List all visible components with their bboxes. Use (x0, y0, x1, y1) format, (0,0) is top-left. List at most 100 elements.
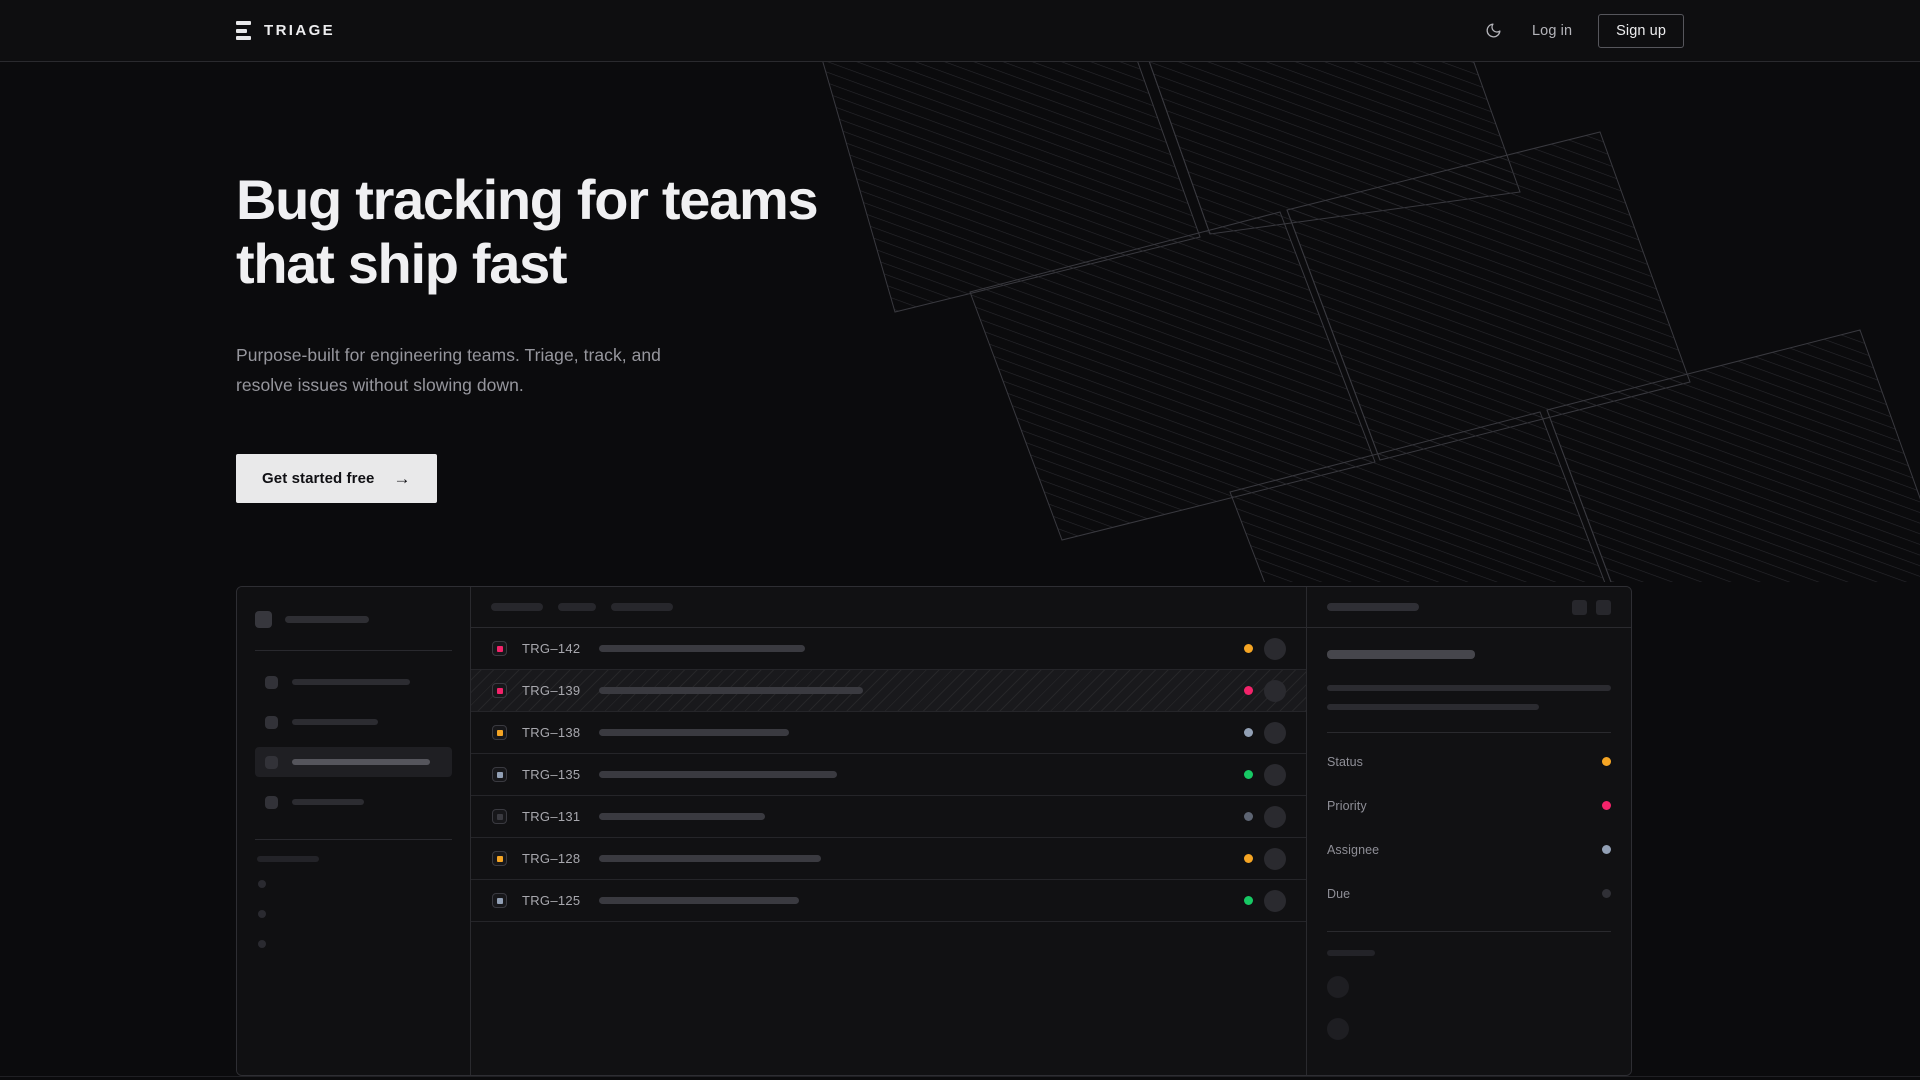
sidebar-item-label (292, 759, 430, 765)
status-badge (1244, 644, 1253, 653)
sidebar-nav (255, 667, 452, 817)
page-bottom-divider (0, 1076, 1920, 1077)
issue-title-placeholder (599, 855, 821, 862)
hero-content: Bug tracking for teams that ship fast Pu… (0, 62, 1920, 503)
hero-subtitle: Purpose-built for engineering teams. Tri… (236, 340, 711, 400)
avatar[interactable] (1264, 721, 1286, 744)
sidebar-mini-item-1[interactable] (258, 910, 266, 918)
sidebar-divider-top (255, 650, 452, 651)
sidebar-divider-bottom (255, 839, 452, 840)
row-meta (1244, 637, 1286, 660)
avatar[interactable] (1264, 847, 1286, 870)
issue-title-placeholder (599, 729, 789, 736)
detail-issue-title (1327, 650, 1475, 659)
detail-description (1327, 685, 1611, 710)
toolbar-chip-2[interactable] (611, 603, 673, 611)
sidebar-item-1[interactable] (255, 707, 452, 737)
status-badge (1244, 854, 1253, 863)
meta-label: Assignee (1327, 842, 1380, 857)
detail-divider-2 (1327, 931, 1611, 932)
status-badge (1244, 686, 1253, 695)
sidebar-mini-list (255, 880, 452, 948)
stacked-bars-logo-icon (236, 21, 251, 40)
page-title: Bug tracking for teams that ship fast (236, 168, 996, 296)
priority-badge-icon (492, 725, 507, 740)
issue-title-placeholder (599, 813, 765, 820)
header-nav: Log in Sign up (1480, 13, 1684, 48)
toolbar-chip-1[interactable] (558, 603, 596, 611)
priority-badge-icon (492, 851, 507, 866)
table-row[interactable]: TRG–128 (471, 838, 1306, 880)
sidebar-item-3[interactable] (255, 787, 452, 817)
signup-button[interactable]: Sign up (1598, 13, 1684, 48)
row-meta (1244, 889, 1286, 912)
login-link[interactable]: Log in (1532, 22, 1573, 39)
table-row[interactable]: TRG–138 (471, 712, 1306, 754)
sidebar-mini-item-0[interactable] (258, 880, 266, 888)
priority-badge-icon (492, 767, 507, 782)
brand-name: TRIAGE (264, 22, 336, 39)
meta-row-assignee[interactable]: Assignee (1327, 834, 1611, 865)
meta-value-badge (1602, 801, 1611, 810)
sidebar-mini-item-2[interactable] (258, 940, 266, 948)
detail-activity-label (1327, 950, 1375, 956)
table-row[interactable]: TRG–135 (471, 754, 1306, 796)
activity-avatar-1[interactable] (1327, 1018, 1349, 1040)
status-badge (1244, 728, 1253, 737)
avatar[interactable] (1264, 763, 1286, 786)
row-meta (1244, 805, 1286, 828)
meta-row-status[interactable]: Status (1327, 746, 1611, 777)
sidebar-item-icon (265, 675, 278, 689)
meta-row-priority[interactable]: Priority (1327, 790, 1611, 821)
brand-logo[interactable]: TRIAGE (236, 21, 335, 40)
description-line-1 (1327, 704, 1539, 710)
meta-row-due[interactable]: Due (1327, 878, 1611, 909)
headline-line-1: Bug tracking for teams (236, 168, 819, 231)
sidebar-item-icon (265, 795, 278, 809)
detail-action-1[interactable] (1572, 599, 1587, 615)
priority-badge-icon (492, 809, 507, 824)
sidebar-item-0[interactable] (255, 667, 452, 697)
sidebar-item-2[interactable] (255, 747, 452, 777)
issue-id: TRG–142 (522, 641, 581, 656)
site-header: TRIAGE Log in Sign up (0, 0, 1920, 62)
meta-value-badge (1602, 845, 1611, 854)
avatar[interactable] (1264, 889, 1286, 912)
table-row[interactable]: TRG–142 (471, 628, 1306, 670)
activity-avatar-0[interactable] (1327, 976, 1349, 998)
issue-title-placeholder (599, 687, 863, 694)
get-started-button[interactable]: Get started free → (236, 453, 437, 503)
table-row[interactable]: TRG–131 (471, 796, 1306, 838)
table-row[interactable]: TRG–139 (471, 670, 1306, 712)
sidebar-item-label (292, 719, 378, 725)
detail-title-placeholder (1327, 603, 1419, 611)
avatar[interactable] (1264, 805, 1286, 828)
meta-label: Status (1327, 754, 1364, 769)
toolbar-chip-0[interactable] (491, 603, 543, 611)
priority-badge-icon (492, 893, 507, 908)
headline-line-2: that ship fast (236, 231, 568, 295)
status-badge (1244, 770, 1253, 779)
detail-action-2[interactable] (1596, 599, 1611, 615)
status-badge (1244, 812, 1253, 821)
moon-icon[interactable] (1480, 18, 1506, 44)
priority-badge-icon (492, 683, 507, 698)
avatar[interactable] (1264, 679, 1286, 702)
row-meta (1244, 721, 1286, 744)
row-meta (1244, 847, 1286, 870)
issue-id: TRG–128 (522, 851, 581, 866)
arrow-right-icon: → (393, 468, 411, 488)
subtitle-line-2: resolve issues without slowing down. (236, 374, 524, 395)
table-row[interactable]: TRG–125 (471, 880, 1306, 922)
detail-header (1307, 587, 1631, 628)
issue-title-placeholder (599, 771, 837, 778)
avatar[interactable] (1264, 637, 1286, 660)
sidebar-brand[interactable] (255, 607, 452, 628)
issue-title-placeholder (599, 645, 805, 652)
meta-label: Due (1327, 886, 1351, 901)
